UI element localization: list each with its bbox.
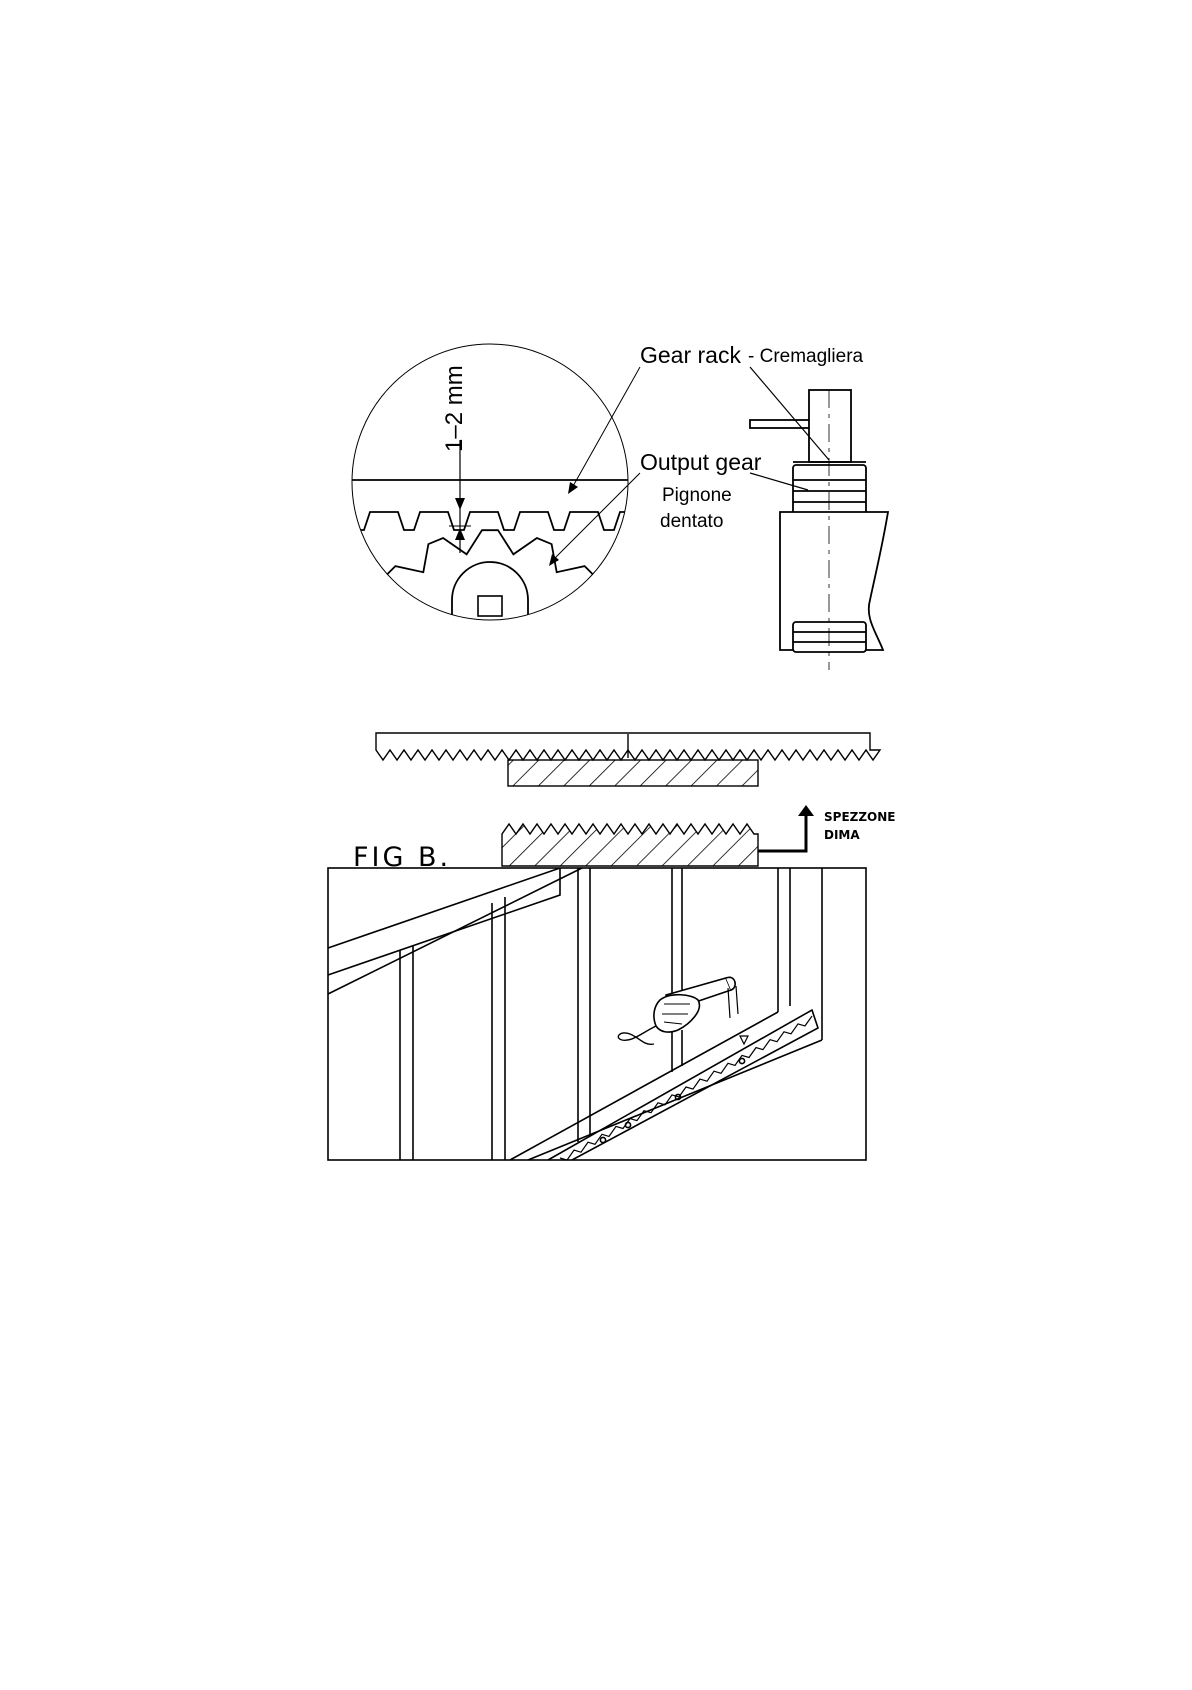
- figure-frame: [328, 868, 866, 1160]
- lift-arrow-line: [758, 816, 806, 851]
- hand-icon: [654, 995, 700, 1032]
- motor-side-view: [750, 367, 888, 670]
- rack-teeth: [340, 512, 690, 530]
- template-piece-body: [502, 824, 758, 866]
- gear-rack-italian-label: - Cremagliera: [748, 346, 864, 367]
- gate-welding-figure: [328, 868, 866, 1160]
- output-gear-leader: [553, 473, 640, 560]
- template-piece: [502, 805, 814, 866]
- dimension-arrow-down: [455, 498, 465, 510]
- dima-label: DIMA: [824, 828, 860, 842]
- lift-arrow-head: [798, 805, 814, 816]
- template-piece-in-place: [508, 760, 758, 786]
- gear-rack-label: Gear rack: [640, 342, 741, 368]
- output-gear-label: Output gear: [640, 449, 762, 475]
- output-gear-italian-label-2: dentato: [660, 511, 723, 532]
- detail-circle: [352, 344, 628, 620]
- welding-cable: [618, 1026, 656, 1044]
- spezzone-label: SPEZZONE: [824, 810, 895, 824]
- gap-label: 1–2 mm: [441, 365, 468, 452]
- gear-rack-leader: [572, 367, 640, 488]
- mesh-detail: 1–2 mm: [340, 344, 690, 814]
- gear-keyway: [478, 596, 502, 616]
- output-gear-italian-label-1: Pignone: [662, 485, 732, 506]
- rack-joint: [376, 733, 880, 786]
- welded-rack-teeth: [560, 1016, 812, 1160]
